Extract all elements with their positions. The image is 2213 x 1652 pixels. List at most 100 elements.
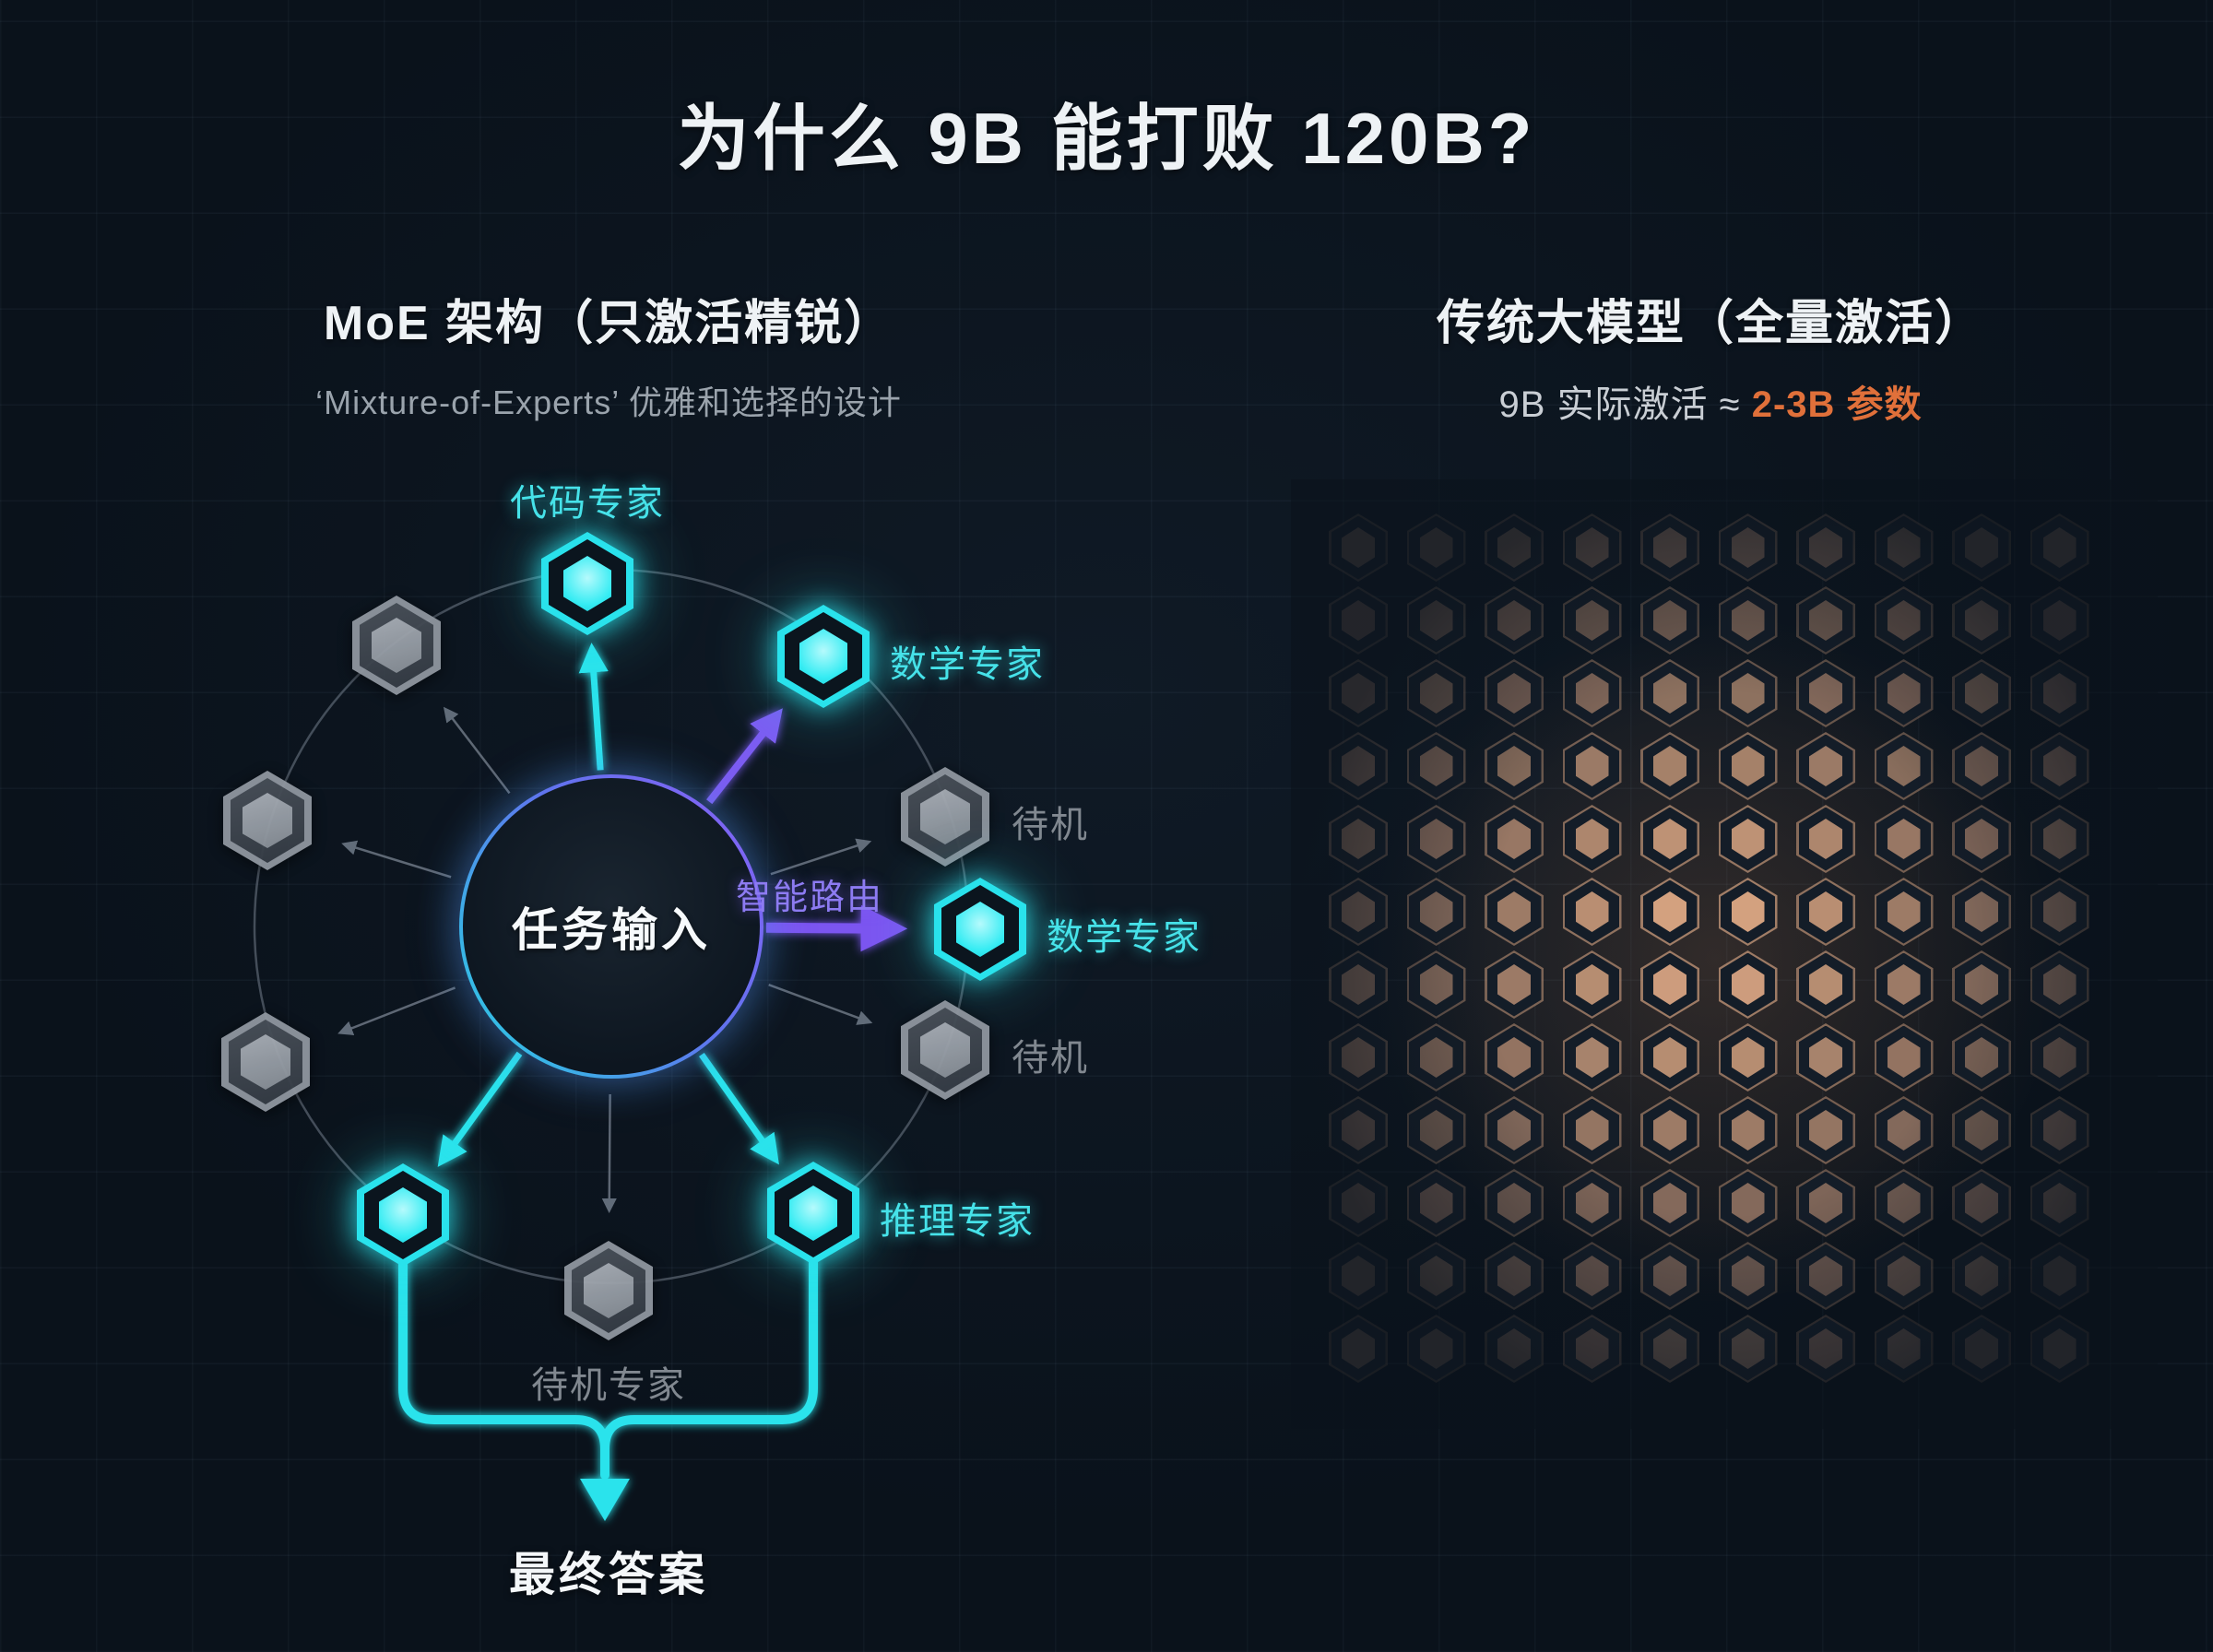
- standby-top-left-hexagon: [352, 596, 441, 695]
- dense-hexagon: [1562, 659, 1622, 727]
- dense-hexagon: [1406, 586, 1466, 655]
- expert-math-topright-label: 数学专家: [890, 644, 1045, 685]
- dense-hexagon: [1562, 1242, 1622, 1310]
- dense-hexagon: [2030, 732, 2089, 800]
- expert-code-bottom-hexagon: [357, 1163, 449, 1267]
- dense-hexagon: [1796, 1169, 1855, 1237]
- dense-hexagon: [1952, 1096, 2011, 1164]
- dense-hexagon: [1718, 659, 1778, 727]
- dense-hexagon: [1718, 1315, 1778, 1383]
- dense-hexagon: [1718, 1242, 1778, 1310]
- dense-hexagon: [1329, 1169, 1388, 1237]
- dense-hexagon: [1796, 1242, 1855, 1310]
- standby-bottom-label: 待机专家: [531, 1365, 686, 1406]
- dense-hexagon: [1952, 586, 2011, 655]
- dense-hexagon: [1640, 513, 1699, 582]
- standby-left-hexagon: [223, 771, 312, 870]
- dense-hexagon: [1952, 1242, 2011, 1310]
- dense-section-subtitle: 9B 实际激活 ≈ 2-3B 参数: [1319, 374, 2102, 428]
- dense-hexagon: [1796, 513, 1855, 582]
- dense-hexagon: [1874, 659, 1934, 727]
- dense-hexagon: [1406, 513, 1466, 582]
- dense-hexagon: [1718, 1169, 1778, 1237]
- dense-hexagon: [1562, 878, 1622, 946]
- dense-hexagon: [1718, 805, 1778, 873]
- dense-hexagon: [1329, 586, 1388, 655]
- dense-hexagon: [1406, 1315, 1466, 1383]
- dense-hexagon: [1406, 1096, 1466, 1164]
- dense-hexagon: [2030, 513, 2089, 582]
- dense-hexagon: [1718, 1096, 1778, 1164]
- dense-hexagon: [1562, 1315, 1622, 1383]
- dense-hexagon: [1329, 950, 1388, 1019]
- dense-hexagon: [1874, 732, 1934, 800]
- dense-hexagon: [1718, 950, 1778, 1019]
- dense-subtitle-highlight: 2-3B 参数: [1751, 384, 1923, 425]
- expert-reason-bottom-label: 推理专家: [880, 1201, 1035, 1242]
- dense-hexagon: [1874, 586, 1934, 655]
- smart-router-label: 智能路由: [736, 879, 884, 917]
- dense-hexagon: [1718, 513, 1778, 582]
- dense-hexagon: [1952, 513, 2011, 582]
- dense-hexagon: [1329, 1315, 1388, 1383]
- dense-hexagon: [1874, 805, 1934, 873]
- dense-hexagon: [1485, 1096, 1544, 1164]
- dense-hexagon: [2030, 659, 2089, 727]
- task-input-label: 任务输入: [512, 904, 711, 956]
- dense-hexagon: [1329, 659, 1388, 727]
- dense-hexagon: [1796, 1315, 1855, 1383]
- active-route-arrows: [437, 643, 908, 1167]
- expert-code-top-label: 代码专家: [510, 483, 665, 524]
- dense-hexagon: [1796, 878, 1855, 946]
- expert-math-right-label: 数学专家: [1047, 917, 1201, 958]
- dense-hexagon: [1874, 878, 1934, 946]
- dense-hexagon: [1718, 878, 1778, 946]
- dense-hexagon: [1640, 1242, 1699, 1310]
- standby-right-bottom-hexagon: [901, 1000, 989, 1100]
- dense-hexagon: [1640, 878, 1699, 946]
- expert-reason-bottom-hexagon: [767, 1162, 859, 1265]
- dense-hexagon: [1952, 732, 2011, 800]
- dense-hexagon: [1562, 1023, 1622, 1092]
- dense-hexagon: [1485, 659, 1544, 727]
- dense-hexagon: [1406, 732, 1466, 800]
- dense-hexagon: [1485, 1169, 1544, 1237]
- dense-hexagon: [1796, 586, 1855, 655]
- expert-math-right-hexagon: [934, 878, 1026, 981]
- moe-section-heading: MoE 架构（只激活精锐）: [323, 297, 894, 350]
- dense-hexagon: [1485, 950, 1544, 1019]
- dense-hexagon: [1718, 586, 1778, 655]
- dense-hexagon: [1952, 805, 2011, 873]
- standby-left-bottom-hexagon: [221, 1012, 310, 1112]
- dense-hexagon: [1874, 1023, 1934, 1092]
- dense-hexagon: [1796, 950, 1855, 1019]
- dense-hexagon: [1562, 950, 1622, 1019]
- moe-section-subtitle: ‘Mixture-of-Experts’ 优雅和选择的设计: [315, 384, 902, 421]
- dense-hexagon: [1796, 732, 1855, 800]
- dense-hexagon: [1562, 586, 1622, 655]
- final-answer-label: 最终答案: [509, 1549, 708, 1600]
- standby-bottom-hexagon: [564, 1241, 653, 1340]
- dense-hexagon: [1640, 1023, 1699, 1092]
- page-title: 为什么 9B 能打败 120B?: [677, 98, 1536, 179]
- dense-hexagon: [1485, 805, 1544, 873]
- dense-hexagon: [1329, 805, 1388, 873]
- dense-hexagon: [1562, 732, 1622, 800]
- dense-hexagon: [1329, 513, 1388, 582]
- dense-hexagon: [1406, 1023, 1466, 1092]
- dense-hexagon: [1485, 732, 1544, 800]
- dense-hexagon: [1796, 1096, 1855, 1164]
- dense-hexagon: [1406, 878, 1466, 946]
- dense-hexagon: [1952, 878, 2011, 946]
- dense-hexagon: [1640, 659, 1699, 727]
- expert-math-topright-hexagon: [777, 605, 870, 708]
- dense-hexagon: [2030, 1242, 2089, 1310]
- standby-route-arrows: [337, 706, 873, 1214]
- dense-hexagon: [1874, 1242, 1934, 1310]
- dense-hexagon: [2030, 878, 2089, 946]
- dense-hexagon: [2030, 805, 2089, 873]
- dense-hexagon: [1874, 513, 1934, 582]
- dense-hexagon: [1718, 1023, 1778, 1092]
- standby-right-label: 待机: [1012, 805, 1089, 845]
- dense-subtitle-prefix: 9B 实际激活 ≈: [1498, 384, 1752, 425]
